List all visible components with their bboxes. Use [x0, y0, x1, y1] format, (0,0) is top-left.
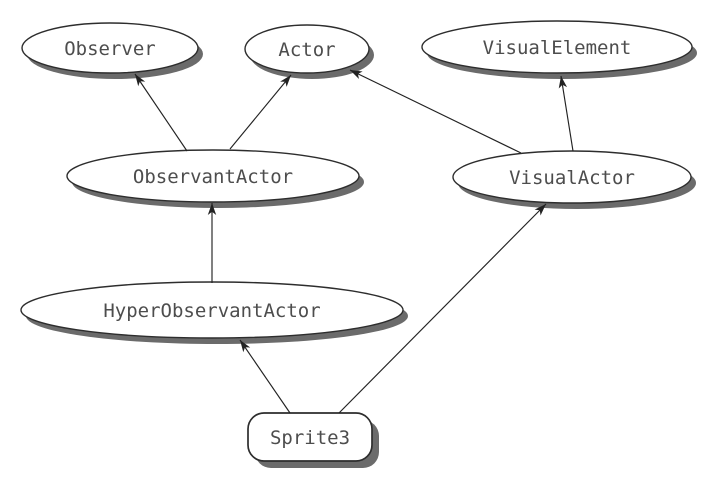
- node-hyper-observant-actor: HyperObservantActor: [20, 281, 408, 344]
- actor-ellipse: [244, 24, 370, 74]
- hyper-observant-actor-label: HyperObservantActor: [103, 300, 320, 322]
- edge-visualactor-actor: [349, 69, 522, 154]
- edge-observantactor-observer: [134, 73, 188, 152]
- observer-ellipse: [21, 22, 199, 74]
- node-observant-actor: ObservantActor: [66, 149, 364, 208]
- visual-actor-label: VisualActor: [509, 167, 635, 189]
- node-visual-actor: VisualActor: [452, 150, 696, 209]
- node-observer: Observer: [21, 22, 203, 79]
- sprite3-rect: [247, 412, 373, 462]
- edge-visualactor-visualelement: [558, 75, 574, 152]
- observant-actor-ellipse: [66, 149, 360, 203]
- observer-label: Observer: [64, 38, 156, 60]
- visual-element-label: VisualElement: [483, 37, 632, 59]
- edge-observantactor-actor: [229, 74, 292, 150]
- actor-label: Actor: [278, 39, 335, 61]
- node-visual-element: VisualElement: [421, 20, 697, 79]
- diagram-edges: [134, 69, 574, 414]
- visual-actor-ellipse: [452, 150, 692, 204]
- node-sprite3: Sprite3: [247, 412, 379, 468]
- visual-element-ellipse: [421, 20, 693, 74]
- observant-actor-label: ObservantActor: [133, 166, 293, 188]
- edge-sprite3-visualactor: [338, 203, 547, 414]
- sprite3-label: Sprite3: [270, 427, 350, 449]
- node-actor: Actor: [244, 24, 374, 79]
- edge-sprite3-hyperobservantactor: [239, 339, 291, 414]
